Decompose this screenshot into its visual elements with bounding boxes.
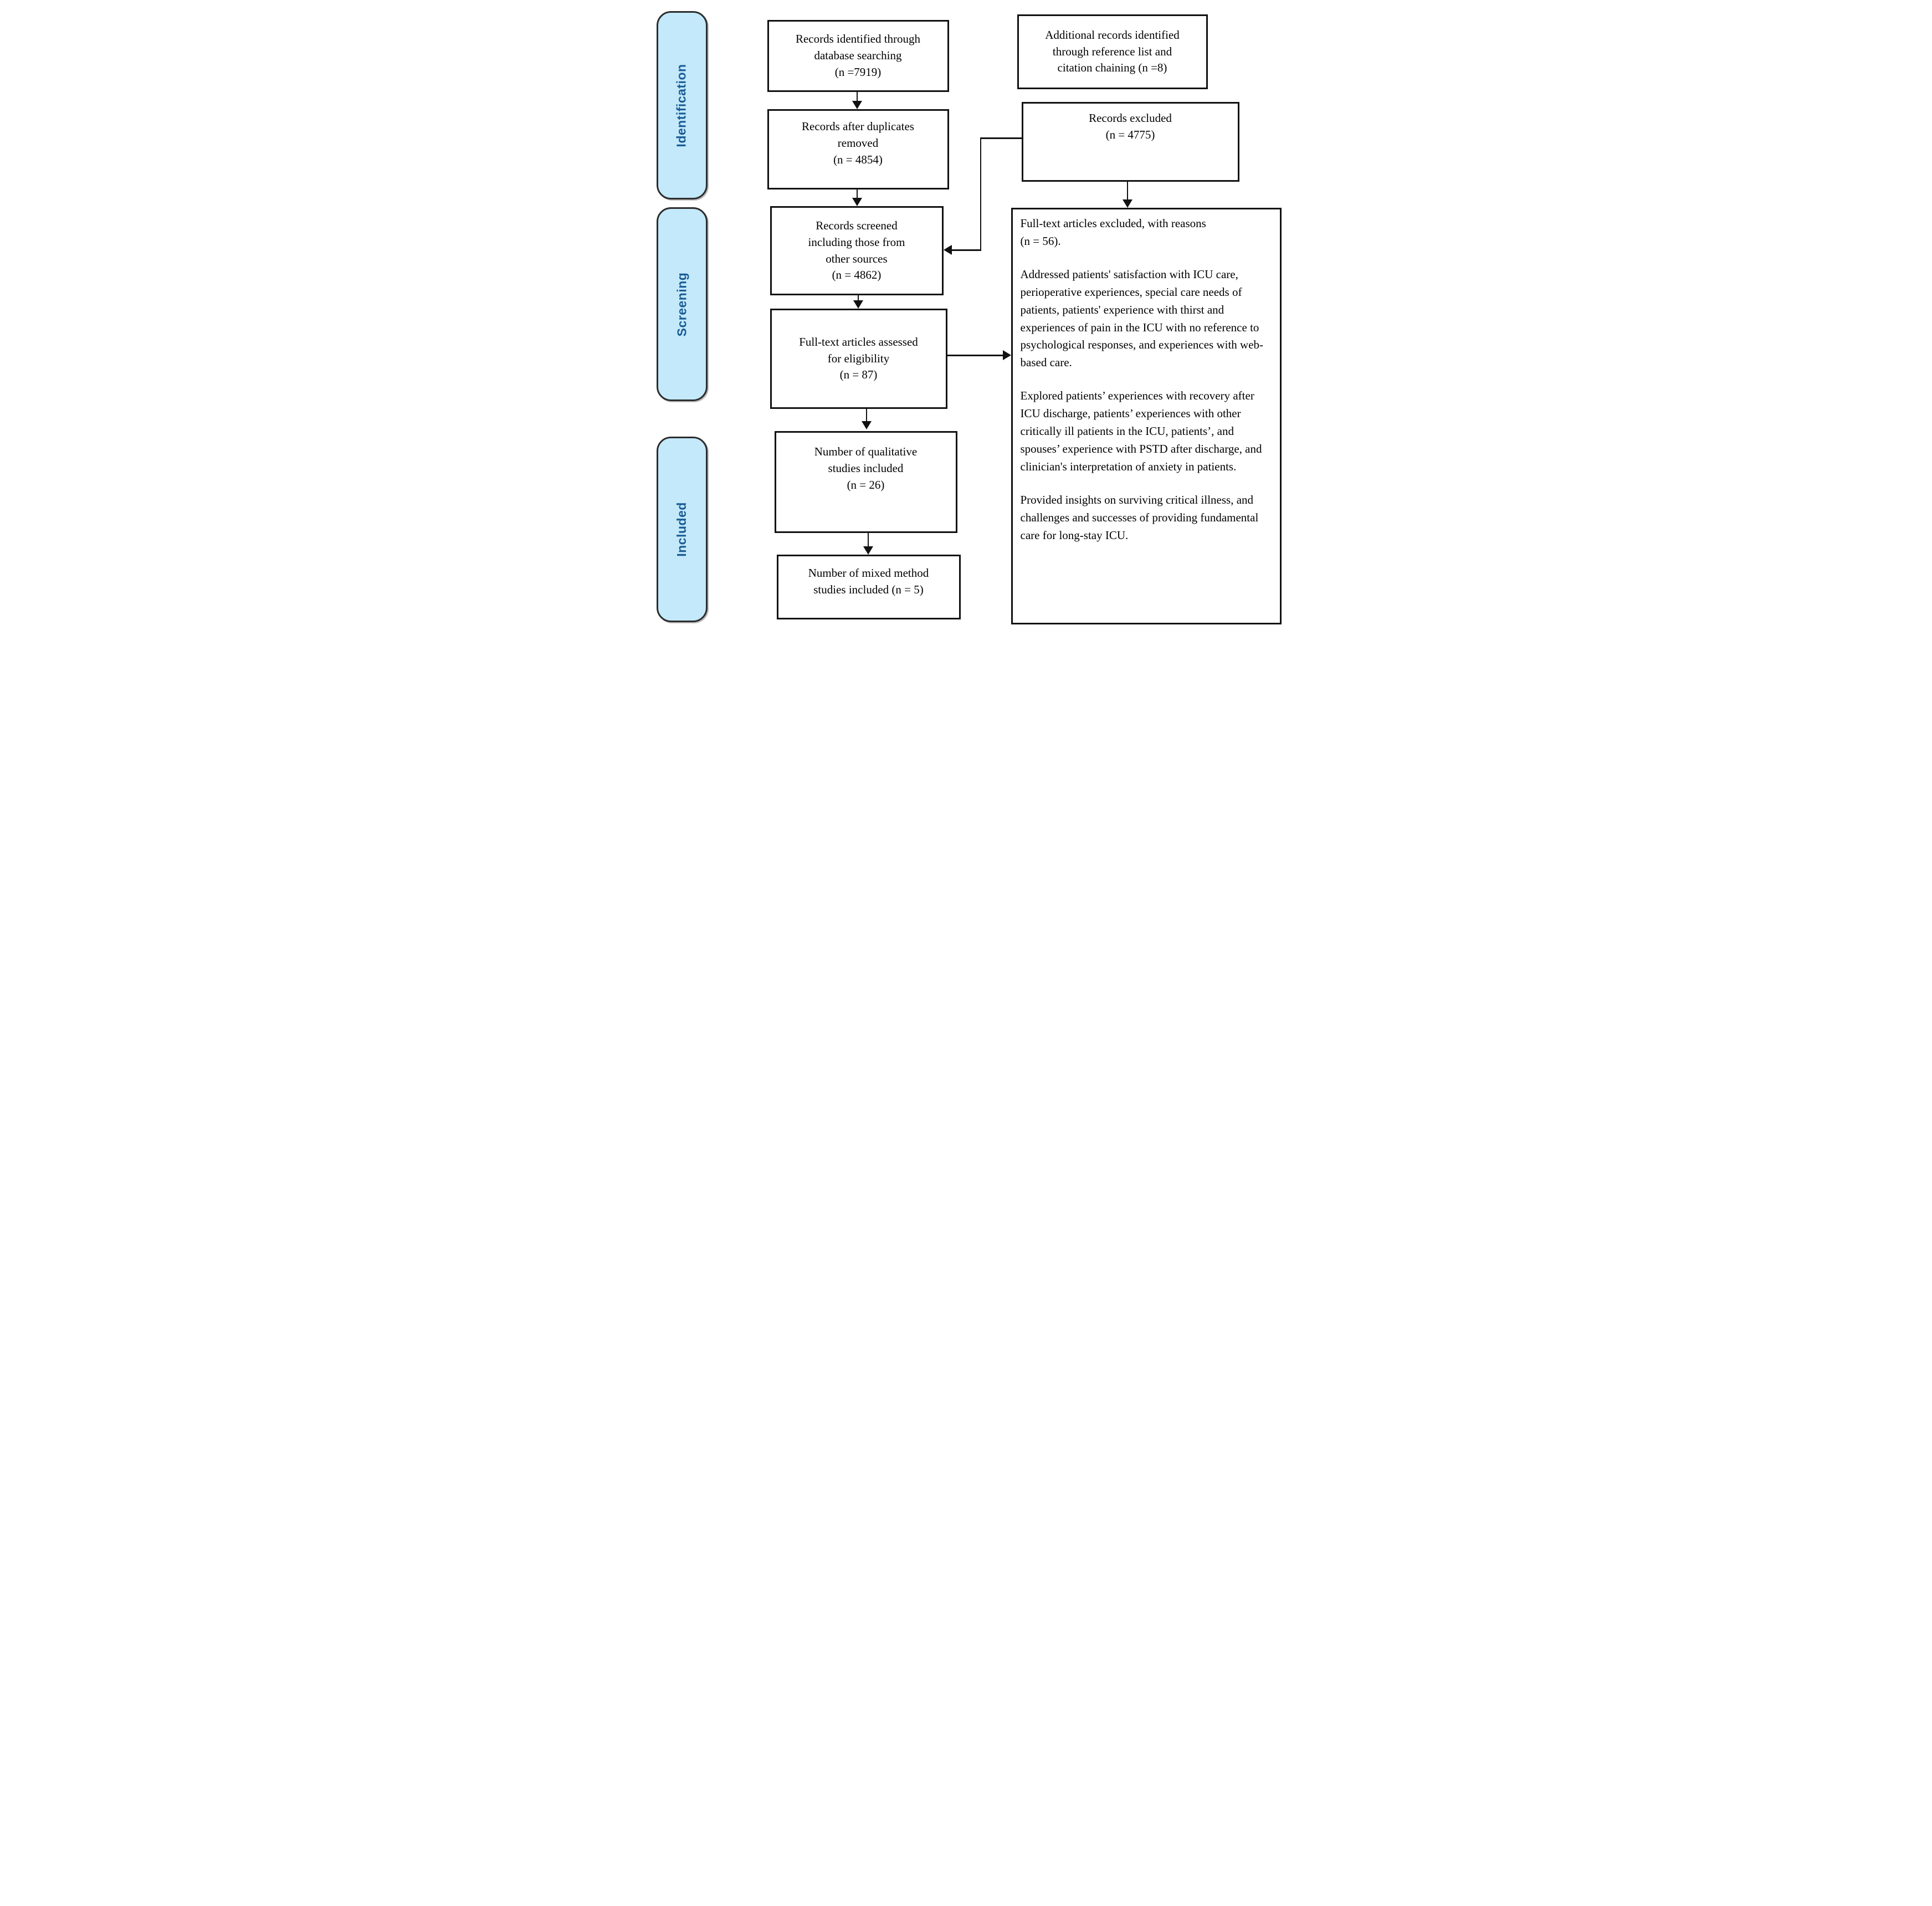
elbow-excluded-to-screened-drop [980, 137, 981, 250]
prisma-flow-diagram: Identification Screening Included Record… [644, 0, 1288, 637]
box-fulltext-excluded-reasons: Full-text articles excluded, with reason… [1011, 208, 1282, 624]
stage-included-label: Included [674, 502, 689, 557]
arrow-qualitative-to-mixed-head [863, 546, 873, 555]
box-mixed-included: Number of mixed method studies included … [776, 555, 961, 619]
elbow-excluded-to-screened-top [980, 137, 1022, 139]
box-additional-records: Additional records identified through re… [1017, 14, 1208, 89]
box-duplicates-removed: Records after duplicates removed (n = 48… [767, 109, 949, 189]
arrow-screened-to-fulltext-stem [857, 295, 859, 301]
arrow-duplicates-to-screened-stem [856, 189, 858, 198]
stage-screening: Screening [656, 207, 708, 401]
arrow-fulltext-to-qualitative-head [861, 421, 872, 429]
excluded-reasons-heading: Full-text articles excluded, with reason… [1020, 217, 1206, 248]
arrow-fulltext-to-qualitative-stem [865, 409, 867, 422]
excluded-reasons-paragraph-2: Explored patients’ experiences with reco… [1020, 389, 1262, 473]
elbow-excluded-to-screened-run [950, 249, 981, 251]
excluded-reasons-paragraph-3: Provided insights on surviving critical … [1020, 493, 1259, 542]
box-records-screened: Records screened including those from ot… [770, 206, 944, 295]
stage-screening-label: Screening [674, 272, 689, 336]
box-qualitative-included: Number of qualitative studies included (… [774, 431, 957, 533]
arrow-excluded-to-reasons-head [1122, 199, 1132, 208]
arrow-identified-to-duplicates-head [852, 101, 862, 109]
box-records-excluded: Records excluded (n = 4775) [1021, 102, 1239, 182]
stage-identification-label: Identification [674, 63, 689, 147]
stage-identification: Identification [656, 11, 708, 199]
arrow-qualitative-to-mixed-stem [867, 533, 869, 547]
arrow-screened-to-fulltext-head [853, 300, 863, 309]
excluded-reasons-paragraph-1: Addressed patients' satisfaction with IC… [1020, 267, 1264, 370]
box-fulltext-assessed: Full-text articles assessed for eligibil… [770, 309, 947, 409]
arrow-fulltext-to-reasons-stem [947, 355, 1003, 356]
arrow-excluded-to-reasons-stem [1126, 182, 1128, 200]
arrow-fulltext-to-reasons-head [1002, 350, 1011, 360]
stage-included: Included [656, 437, 708, 622]
elbow-excluded-to-screened-head [943, 245, 952, 255]
box-records-identified: Records identified through database sear… [767, 20, 949, 92]
arrow-duplicates-to-screened-head [852, 198, 862, 206]
arrow-identified-to-duplicates-stem [856, 92, 858, 101]
